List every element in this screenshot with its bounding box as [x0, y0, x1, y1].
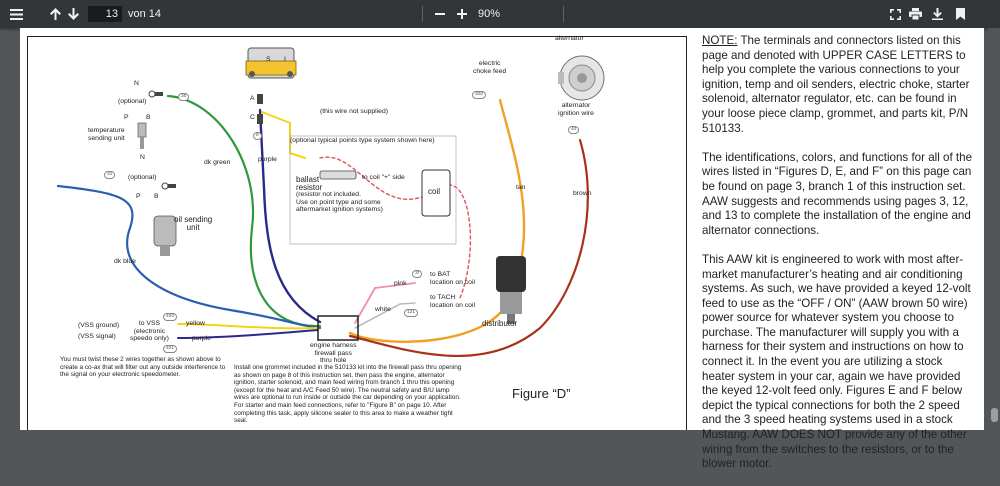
- wire-tag-31: 31: [104, 171, 116, 179]
- arrow-down-icon[interactable]: [64, 4, 82, 24]
- yellow-solenoid-wire: [261, 111, 306, 159]
- label-harness: engine harness firewall pass thru hole: [310, 342, 357, 365]
- oil-sender-icon: [153, 215, 177, 256]
- sidebar-menu-icon[interactable]: [6, 4, 26, 24]
- purple-wire-upper: [258, 108, 322, 324]
- label-optional-top: (optional): [118, 98, 147, 105]
- label-optional-points: (optional typical points type system sho…: [290, 137, 435, 144]
- arrow-up-icon[interactable]: [46, 4, 64, 24]
- yellow-vss-wire: [177, 323, 319, 330]
- note-text-1: The terminals and connectors listed on t…: [702, 34, 970, 135]
- wire-tag-300: 300: [472, 91, 487, 99]
- page-total-label: von 14: [128, 8, 162, 20]
- label-temp-sender: temperature sending unit: [88, 127, 125, 142]
- instruction-notes: NOTE: The terminals and connectors liste…: [702, 34, 974, 486]
- label-b-top: B: [146, 114, 151, 121]
- label-p-mid: P: [136, 193, 141, 200]
- label-dk-blue: dk blue: [114, 258, 136, 265]
- label-vss-signal: (VSS signal): [78, 333, 116, 340]
- wiring-diagram: [56, 47, 605, 357]
- harness-passthru-box: [317, 315, 359, 341]
- toolbar-divider: [563, 6, 564, 22]
- note-paragraph-1: NOTE: The terminals and connectors liste…: [702, 34, 974, 136]
- label-to-coil: to coil "+" side: [362, 174, 405, 181]
- pink-wire: [354, 282, 416, 324]
- label-oil-sender: oil sending unit: [174, 215, 213, 232]
- document-page: alternator electric choke feed alternato…: [20, 28, 984, 470]
- label-purple-upper: purple: [258, 156, 277, 163]
- coil-icon: [421, 169, 451, 217]
- label-n-top: N: [134, 80, 139, 87]
- label-purple-lower: purple: [192, 335, 211, 342]
- grommet-note: Install one grommet included in the 5101…: [234, 364, 462, 425]
- label-sol-a: A: [250, 95, 255, 102]
- label-alternator: alternator: [555, 35, 584, 42]
- distributor-icon: [496, 256, 526, 324]
- label-to-vss: to VSS (electronic speedo only): [130, 320, 169, 343]
- label-p-top: P: [124, 114, 129, 121]
- alternator-icon: [558, 55, 605, 101]
- zoom-level[interactable]: 90%: [478, 8, 501, 20]
- label-electric-choke: electric choke feed: [473, 60, 507, 75]
- purple-vss-wire: [177, 329, 319, 339]
- connector-n-top-icon: [148, 90, 163, 98]
- note-label: NOTE:: [702, 34, 738, 47]
- wire-tag-3f: 3f: [412, 270, 423, 278]
- white-wire: [354, 302, 416, 329]
- scrollbar-thumb[interactable]: [991, 408, 998, 422]
- bookmark-icon[interactable]: [952, 4, 968, 24]
- note-paragraph-3: This AAW kit is engineered to work with …: [702, 252, 971, 471]
- dk-green-wire: [166, 94, 322, 328]
- twist-note: You must twist these 2 wires together as…: [60, 356, 226, 379]
- wire-tag-40: 40: [568, 126, 580, 134]
- optional-points-box: [289, 135, 457, 245]
- label-sol-c: C: [250, 114, 255, 121]
- label-sol-i: I: [284, 56, 286, 63]
- label-b-mid: B: [154, 193, 159, 200]
- label-distributor: distributor: [482, 319, 518, 328]
- label-pink: pink: [394, 280, 407, 287]
- wire-tag-401: 401: [163, 345, 178, 353]
- label-to-tach: to TACH location on coil: [430, 294, 475, 309]
- label-dk-green: dk green: [204, 159, 231, 166]
- figure-d-diagram: [27, 36, 687, 430]
- vertical-scrollbar[interactable]: [988, 28, 1000, 430]
- toolbar-divider: [422, 6, 423, 22]
- wire-tag-8: 8: [253, 132, 262, 140]
- wire-tag-400: 400: [163, 313, 178, 321]
- label-sol-s: S: [266, 56, 271, 63]
- brown-wire: [348, 138, 589, 357]
- wire-tag-121: 121: [404, 309, 419, 317]
- starter-solenoid-icon: [245, 47, 297, 124]
- temperature-sender-icon: [137, 122, 147, 149]
- label-yellow: yellow: [186, 320, 205, 327]
- wire-tag-35: 35: [178, 93, 190, 101]
- label-white: white: [375, 306, 391, 313]
- label-alternator-ignition: alternator ignition wire: [558, 102, 594, 117]
- label-optional-mid: (optional): [128, 174, 157, 181]
- zoom-in-icon[interactable]: [454, 4, 470, 24]
- label-tan: tan: [516, 184, 526, 191]
- figure-title: Figure “D”: [512, 386, 571, 401]
- zoom-out-icon[interactable]: [432, 4, 448, 24]
- label-wire-not-supplied: (this wire not supplied): [320, 108, 388, 115]
- label-coil: coil: [428, 187, 441, 196]
- print-icon[interactable]: [906, 4, 924, 24]
- label-brown: brown: [573, 190, 592, 197]
- dk-blue-wire: [56, 184, 322, 330]
- download-icon[interactable]: [928, 4, 946, 24]
- note-paragraph-2: The identifications, colors, and functio…: [702, 150, 973, 237]
- label-ballast-resistor: ballast resistor: [296, 175, 323, 192]
- label-n-mid: N: [140, 154, 145, 161]
- pdf-toolbar: von 14 90%: [0, 0, 1000, 28]
- page-number-input[interactable]: [88, 6, 122, 22]
- label-vss-ground: (VSS ground): [78, 322, 120, 329]
- connector-n-mid-icon: [161, 182, 176, 190]
- ballast-resistor-icon: [319, 170, 357, 180]
- fit-page-icon[interactable]: [886, 4, 904, 24]
- label-to-bat: to BAT location on coil: [430, 271, 475, 286]
- label-resistor-note: (resistor not included. Use on point typ…: [296, 191, 383, 214]
